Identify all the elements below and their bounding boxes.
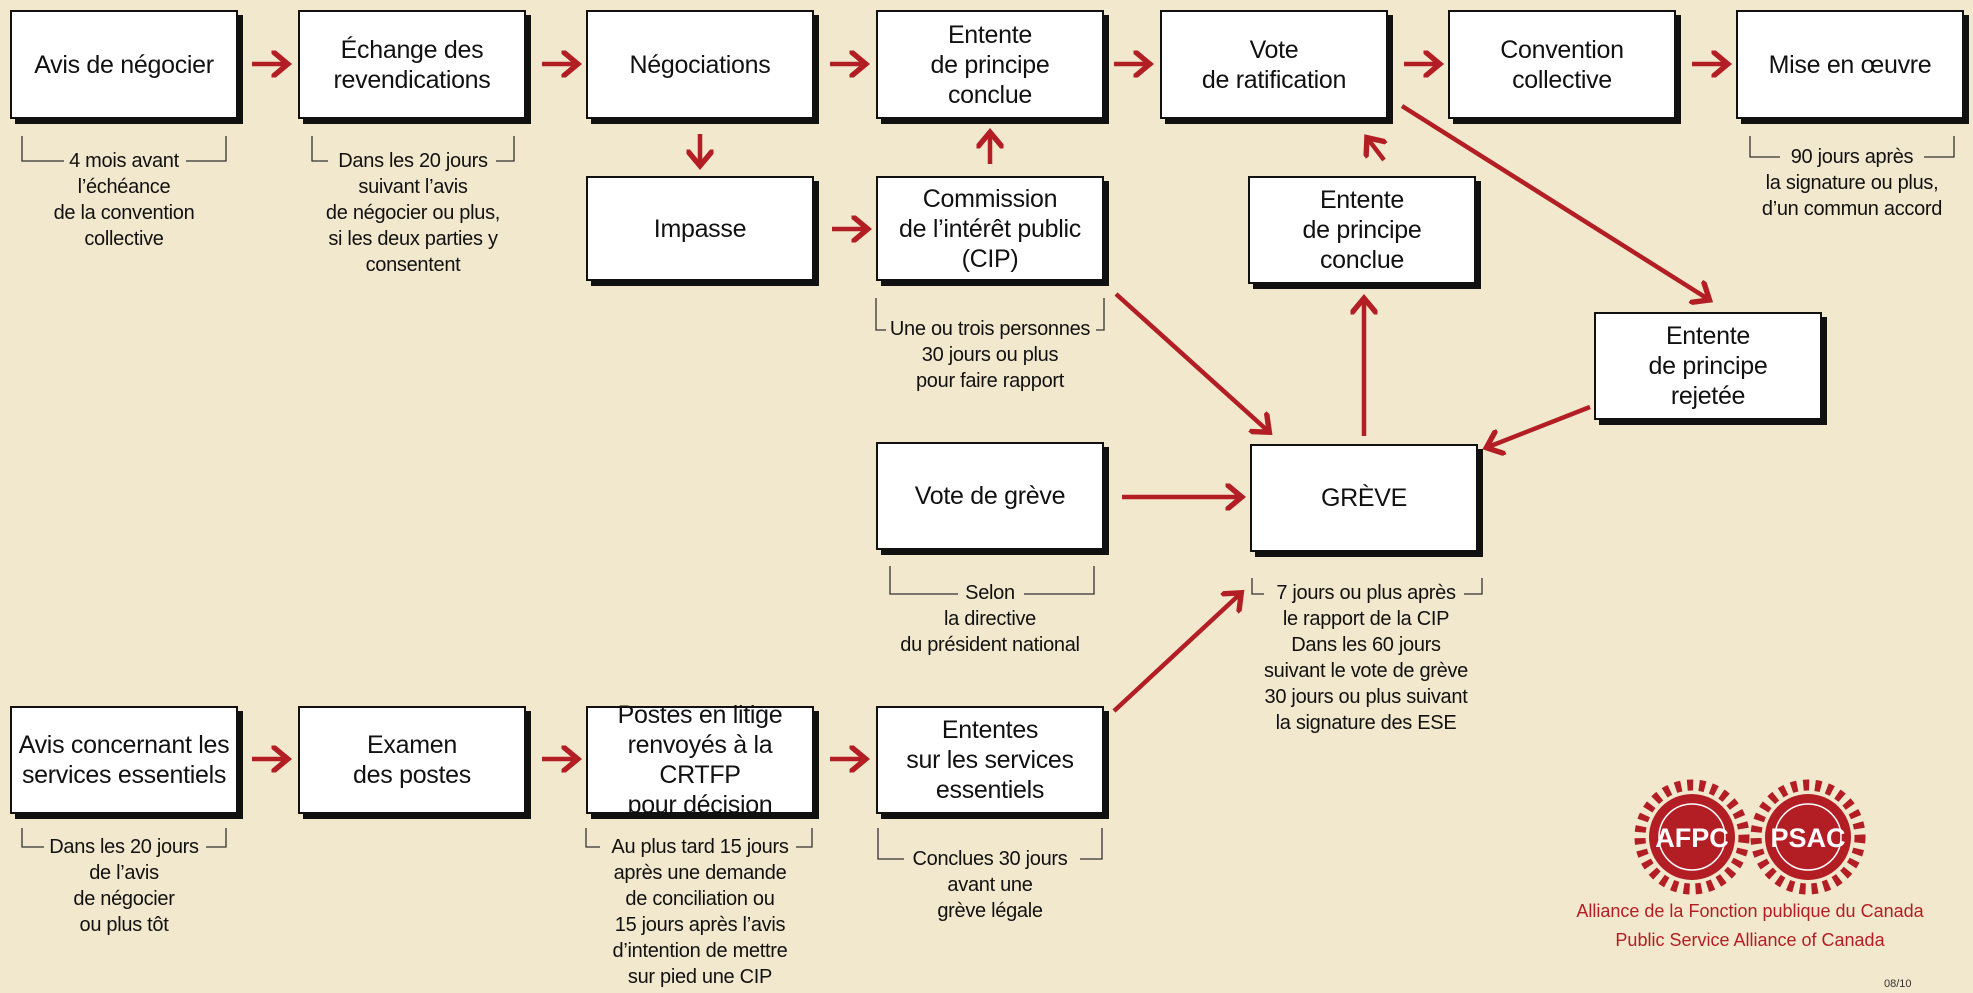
box-postes-en-litige: Postes en litige renvoyés à la CRTFP pou…	[586, 701, 814, 819]
note-ententes-services: Conclues 30 jours avant une grève légale	[912, 848, 1068, 922]
box-avis-services-essentiels: Avis concernant les services essentiels	[10, 706, 238, 814]
note-postes-litige: Au plus tard 15 jours après une demande …	[611, 836, 789, 988]
bracket-echange	[311, 136, 515, 162]
box-convention-collective: Convention collective	[1448, 10, 1676, 119]
box-echange-revendications: Échange des revendications	[298, 10, 526, 119]
footnote-date: 08/10	[1884, 978, 1912, 990]
bracket-cip	[875, 298, 1105, 331]
arrow-vote-to-rejetee	[1400, 104, 1708, 299]
note-echange: Dans les 20 jours suivant l’avis de négo…	[325, 150, 501, 276]
box-entente-conclue-top: Entente de principe conclue	[876, 10, 1104, 119]
box-cip: Commission de l’intérêt public (CIP)	[876, 176, 1104, 281]
arrow-cip-to-greve	[1114, 292, 1268, 431]
bracket-greve	[1251, 578, 1483, 595]
note-greve: 7 jours ou plus après le rapport de la C…	[1263, 582, 1469, 734]
logo-psac-text: PSAC	[1770, 823, 1845, 853]
box-avis-de-negocier: Avis de négocier	[10, 10, 238, 119]
arrow-ententes-services-to-greve	[1112, 594, 1240, 713]
bracket-vote-greve	[889, 566, 1095, 595]
bracket-ententes-services	[877, 828, 1103, 860]
bracket-mise-en-oeuvre	[1749, 136, 1955, 158]
box-negociations: Négociations	[586, 10, 814, 119]
box-mise-en-oeuvre: Mise en œuvre	[1736, 10, 1964, 119]
note-cip: Une ou trois personnes 30 jours ou plus …	[889, 318, 1091, 392]
box-examen-des-postes: Examen des postes	[298, 706, 526, 814]
box-ententes-services-essentiels: Ententes sur les services essentiels	[876, 706, 1104, 814]
arrow-entente-mid-to-vote	[1368, 139, 1384, 162]
box-greve: GRÈVE	[1250, 444, 1478, 552]
bracket-avis-negocier	[21, 136, 227, 162]
arrow-rejetee-to-greve	[1488, 404, 1591, 447]
note-vote-greve: Selon la directive du président national	[900, 582, 1080, 656]
org-name-english: Public Service Alliance of Canada	[1615, 930, 1885, 950]
box-vote-de-greve: Vote de grève	[876, 442, 1104, 550]
box-impasse: Impasse	[586, 176, 814, 281]
afpc-psac-logo: AFPC PSAC	[1634, 779, 1866, 895]
org-name-french: Alliance de la Fonction publique du Cana…	[1576, 901, 1924, 921]
note-avis-services: Dans les 20 jours de l’avis de négocier …	[49, 836, 199, 936]
bracket-avis-services	[21, 828, 227, 848]
logo-afpc-text: AFPC	[1655, 823, 1729, 853]
box-vote-de-ratification: Vote de ratification	[1160, 10, 1388, 119]
note-mise-en-oeuvre: 90 jours après la signature ou plus, d’u…	[1761, 146, 1943, 220]
note-avis-negocier: 4 mois avant l’échéance de la convention…	[53, 150, 195, 250]
bracket-postes	[585, 828, 813, 848]
box-entente-rejetee: Entente de principe rejetée	[1594, 312, 1822, 420]
box-entente-conclue-mid: Entente de principe conclue	[1248, 176, 1476, 284]
